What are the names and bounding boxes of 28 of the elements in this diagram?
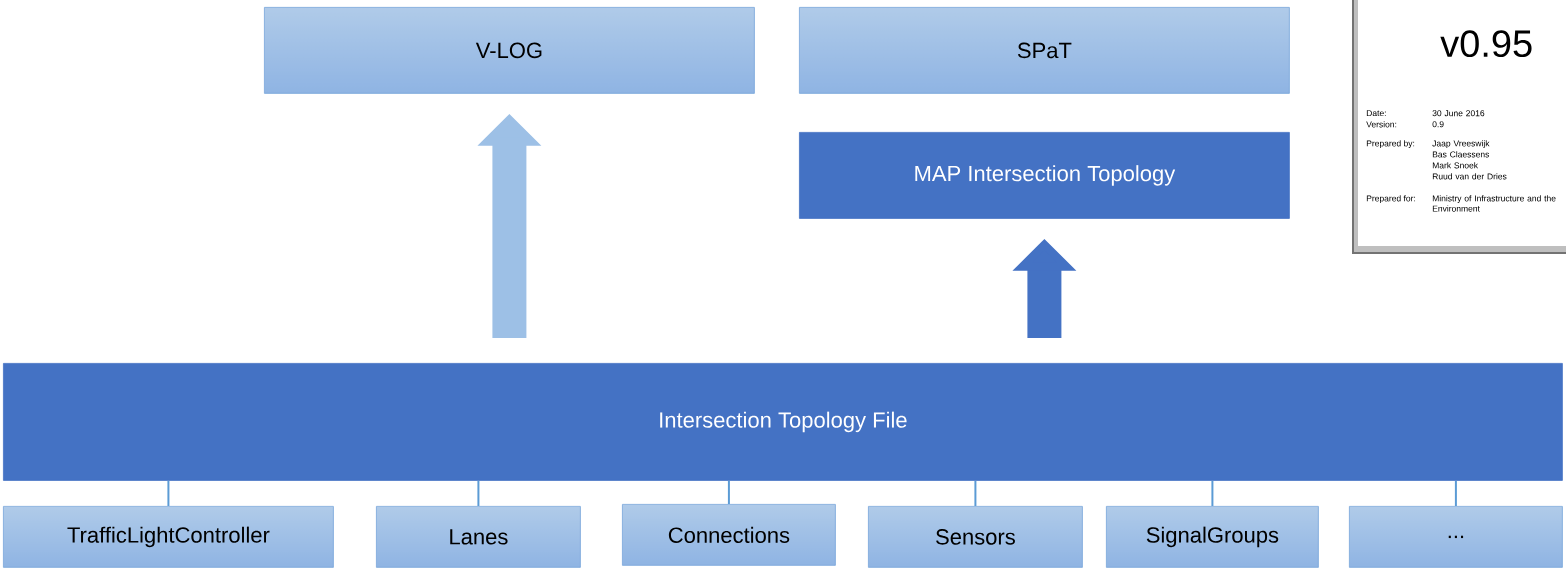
connector-line [727,479,730,505]
connector-line [167,479,170,507]
process-box: Connections [622,504,836,566]
document-text: Jaap Vreeswijk [1432,140,1490,149]
process-box: Lanes [376,506,581,568]
connector-line [1454,479,1457,507]
process-box: Sensors [868,506,1083,568]
connector-line [1211,479,1214,507]
connector-line [477,479,480,507]
connector-line [974,479,977,507]
document-text: Ruud van der Dries [1432,173,1507,180]
process-box: V-LOG [264,7,755,94]
document-text: Bas Claessens [1432,151,1490,158]
document-text: Date: [1366,110,1386,117]
process-box: SPaT [799,7,1290,94]
document-text: Prepared for: [1366,195,1415,204]
header-bar: Intersection Topology File [3,363,1563,481]
document-text: Prepared by: [1366,140,1415,149]
document-text: Ministry of Infrastructure and the Environment [1432,195,1556,212]
document-text: 0.9 [1432,121,1444,128]
document-text: Version: [1366,121,1397,128]
document-text: Mark Snoek [1432,162,1479,169]
process-box: MAP Intersection Topology [799,132,1290,219]
process-box: SignalGroups [1106,506,1319,568]
process-box: ... [1349,506,1563,568]
version-number: v0.95 [1440,30,1532,58]
process-box: TrafficLightController [3,506,334,568]
document-text: 30 June 2016 [1432,110,1485,117]
